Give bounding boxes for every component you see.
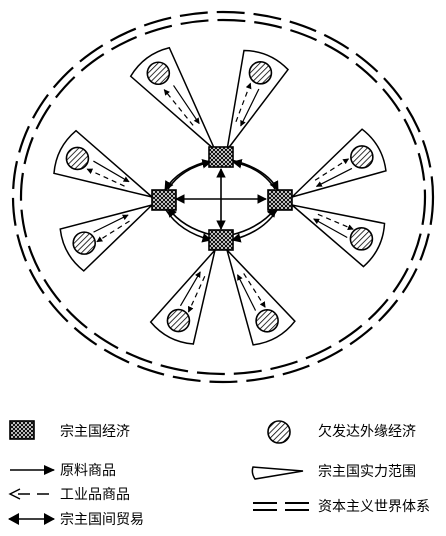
- sphere-top-left-periphery-economy: [146, 61, 171, 86]
- sphere-right-lower-periphery-economy: [349, 227, 374, 251]
- sphere-left-lower-industrial-goods-arrow: [96, 220, 130, 243]
- legend-world-system-label: 资本主义世界体系: [318, 499, 430, 515]
- metropole-left: [151, 189, 177, 211]
- sphere-left-upper-industrial-goods-arrow: [86, 168, 125, 187]
- intra-metropole-trade-arrows: [164, 159, 279, 243]
- sphere-top-left-industrial-goods-arrow: [163, 89, 194, 126]
- sphere-bottom-left: [149, 249, 216, 345]
- world-system-boundary-outer: [11, 10, 435, 384]
- trade-arrow-top-right: [230, 159, 279, 191]
- sphere-bottom-left-periphery-economy: [166, 308, 191, 333]
- sphere-top-right-industrial-goods-arrow: [235, 82, 252, 123]
- sphere-bottom-right-raw-goods-arrow: [237, 274, 257, 311]
- sphere-bottom-right-industrial-goods-arrow: [243, 273, 266, 308]
- legend-industrial-goods-symbol: [8, 488, 54, 500]
- diagram-canvas: [11, 10, 435, 384]
- legend-trade-symbol: [8, 513, 55, 525]
- legend-industrial-goods-label: 工业品商品: [60, 487, 130, 503]
- metropole-bottom: [208, 229, 234, 251]
- trade-arrow-bottom-left: [167, 207, 213, 236]
- trade-arrow-left-top: [167, 159, 212, 190]
- sphere-top-left-outline: [129, 46, 216, 151]
- trade-arrow-top-left: [164, 159, 214, 191]
- legend-raw-goods-label: 原料商品: [60, 463, 116, 479]
- legend-periphery-symbol: [267, 420, 291, 444]
- sphere-right-upper: [291, 128, 387, 198]
- sphere-right-upper-industrial-goods-arrow: [314, 158, 350, 181]
- sphere-bottom-left-industrial-goods-arrow: [187, 276, 206, 313]
- metropole-top: [208, 146, 234, 168]
- sphere-right-upper-raw-goods-arrow: [315, 167, 353, 187]
- sphere-bottom-left-raw-goods-arrow: [179, 271, 201, 307]
- legend-world-system-symbol: [253, 502, 310, 511]
- metropole-spheres: [53, 46, 387, 346]
- sphere-bottom-right-periphery-economy: [255, 309, 279, 333]
- sphere-top-left-raw-goods-arrow: [173, 85, 200, 125]
- sphere-left-upper-raw-goods-arrow: [93, 160, 130, 183]
- legend-sphere-symbol: [251, 466, 304, 480]
- world-system-boundary-inner: [19, 18, 427, 376]
- sphere-left-upper-periphery-economy: [65, 146, 90, 171]
- sphere-right-upper-periphery-economy: [350, 145, 374, 169]
- sphere-bottom-right: [226, 249, 296, 346]
- legend-periphery-label: 欠发达外缘经济: [318, 424, 416, 440]
- trade-arrow-bottom-right: [230, 207, 277, 236]
- legend-sphere-label: 宗主国实力范围: [318, 464, 416, 480]
- sphere-top-left: [129, 46, 216, 151]
- sphere-left-lower: [59, 203, 155, 272]
- sphere-top-right-periphery-economy: [248, 61, 273, 85]
- trade-arrow-right-top: [232, 159, 276, 190]
- legend-trade-label: 宗主国间贸易: [60, 512, 144, 528]
- legend-raw-goods-symbol: [10, 465, 55, 475]
- sphere-top-right-raw-goods-arrow: [240, 88, 260, 127]
- sphere-right-lower-raw-goods-arrow: [313, 218, 348, 239]
- sphere-left-upper: [53, 129, 153, 198]
- sphere-right-lower-industrial-goods-arrow: [317, 213, 354, 230]
- sphere-left-lower-raw-goods-arrow: [93, 214, 129, 233]
- sphere-right-lower: [289, 203, 386, 268]
- metropole-right: [267, 189, 293, 211]
- legend-metropole-label: 宗主国经济: [60, 424, 130, 440]
- metropole-economies: [151, 146, 293, 251]
- legend-metropole-symbol: [9, 420, 35, 440]
- sphere-top-right: [226, 49, 290, 151]
- sphere-left-lower-periphery-economy: [72, 231, 97, 255]
